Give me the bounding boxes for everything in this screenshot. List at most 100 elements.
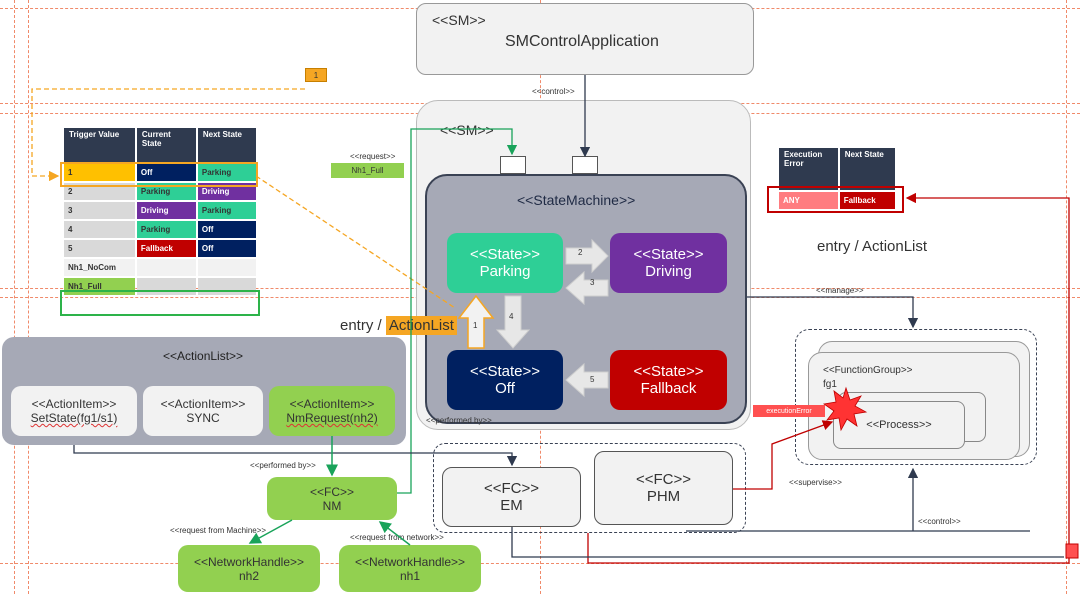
action-item-name: SYNC xyxy=(186,411,220,425)
entry-action-right: entry / ActionList xyxy=(817,238,928,255)
supervise-arrow xyxy=(733,420,834,490)
state-parking[interactable]: <<State>> Parking xyxy=(447,233,563,293)
port-left xyxy=(500,156,526,174)
fc-em[interactable]: <<FC>> EM xyxy=(442,467,581,527)
trigger-table: Trigger Value Current State Next State 1… xyxy=(62,126,258,297)
next-cell xyxy=(197,259,256,276)
fc-em-stereotype: <<FC>> xyxy=(483,480,540,497)
current-cell xyxy=(136,259,196,276)
transition-2-arrow xyxy=(565,238,609,274)
current-cell: Parking xyxy=(136,221,196,238)
error-port xyxy=(1065,543,1079,559)
error-row-highlight xyxy=(767,186,904,213)
control-top-label: <<control>> xyxy=(532,87,575,96)
supervise-label: <<supervise>> xyxy=(789,478,842,487)
sm-control-application[interactable] xyxy=(416,3,754,75)
next-cell: Driving xyxy=(197,183,256,200)
trigger-cell: 5 xyxy=(64,240,135,257)
next-cell: Parking xyxy=(197,202,256,219)
execution-error-header: Execution Error xyxy=(779,148,838,190)
error-cell: ANY xyxy=(779,192,838,209)
transition-1-arrow xyxy=(457,294,495,349)
control-bottom-line xyxy=(511,527,1064,558)
execution-error-starburst xyxy=(822,386,868,432)
fc-em-name: EM xyxy=(500,497,523,514)
next-col-header: Next State xyxy=(197,128,256,162)
current-cell: Fallback xyxy=(136,240,196,257)
state-driving[interactable]: <<State>> Driving xyxy=(610,233,727,293)
nh1-full-chip: Nh1_Full xyxy=(331,163,404,178)
state-fallback-stereotype: <<State>> xyxy=(633,363,704,380)
fc-phm-name: PHM xyxy=(646,488,681,505)
transition-number: 5 xyxy=(590,375,595,384)
manage-label: <<manage>> xyxy=(816,286,864,295)
fc-nm[interactable]: <<FC>> NM xyxy=(267,477,397,520)
fc-phm[interactable]: <<FC>> PHM xyxy=(594,451,733,525)
action-list-highlight: ActionList xyxy=(385,316,457,335)
network-handle-name: nh1 xyxy=(399,568,421,583)
request-label: <<request>> xyxy=(350,152,396,161)
network-handle-stereotype: <<NetworkHandle>> xyxy=(193,554,305,569)
network-handle-name: nh2 xyxy=(238,568,260,583)
error-feedback-line xyxy=(587,192,1070,564)
network-handle-nh2[interactable]: <<NetworkHandle>> nh2 xyxy=(178,545,320,592)
trigger-row-highlight xyxy=(60,162,258,187)
error-table: Execution Error Next State ANY Fallback xyxy=(777,146,897,211)
state-off-name: Off xyxy=(495,380,515,397)
current-cell: Off xyxy=(136,164,196,181)
trigger-cell: 3 xyxy=(64,202,135,219)
action-item-name: NmRequest(nh2) xyxy=(286,411,378,425)
request-from-network-label: <<request from network>> xyxy=(350,533,444,542)
network-handle-nh1[interactable]: <<NetworkHandle>> nh1 xyxy=(339,545,481,592)
performed-by-label: <<performed by>> xyxy=(426,416,492,425)
state-off[interactable]: <<State>> Off xyxy=(447,350,563,410)
state-parking-name: Parking xyxy=(479,263,531,280)
trigger-cell: 2 xyxy=(64,183,135,200)
action-item-sync[interactable]: <<ActionItem>> SYNC xyxy=(143,386,263,436)
execution-error-chip: executionError xyxy=(753,405,825,417)
fc-nm-stereotype: <<FC>> xyxy=(309,484,355,499)
trigger-cell: 1 xyxy=(64,164,135,181)
current-cell: Driving xyxy=(136,202,196,219)
error-next-cell: Fallback xyxy=(839,192,895,209)
state-machine-stereotype: <<StateMachine>> xyxy=(517,192,636,208)
sm-control-app-name: SMControlApplication xyxy=(505,33,659,50)
process-stereotype: <<Process>> xyxy=(866,419,932,431)
sm-container-stereotype: <<SM>> xyxy=(440,122,494,138)
fc-group-em-phm xyxy=(433,443,746,533)
entry-action-left: entry / ActionList xyxy=(340,316,457,335)
state-driving-stereotype: <<State>> xyxy=(633,246,704,263)
next-cell: Off xyxy=(197,240,256,257)
sm-control-app-stereotype: <<SM>> xyxy=(432,12,486,28)
state-off-stereotype: <<State>> xyxy=(469,363,541,380)
transition-4-arrow xyxy=(495,295,531,349)
action-item-stereotype: <<ActionItem>> xyxy=(289,397,375,411)
transition-number: 4 xyxy=(509,312,514,321)
request-from-machine-label: <<request from Machine>> xyxy=(170,526,267,535)
action-item-name: SetState(fg1/s1) xyxy=(30,411,118,425)
transition-5-arrow xyxy=(565,362,609,398)
function-group-stereotype: <<FunctionGroup>> xyxy=(823,365,913,376)
state-fallback[interactable]: <<State>> Fallback xyxy=(610,350,727,410)
request-machine-arrow xyxy=(248,519,293,544)
trigger-dashed-line xyxy=(255,175,456,309)
performed-by-arrow xyxy=(73,445,518,467)
trigger-cell: Nh1_NoCom xyxy=(64,259,135,276)
action-item-stereotype: <<ActionItem>> xyxy=(160,397,246,411)
current-col-header: Current State xyxy=(136,128,196,162)
transition-number: 1 xyxy=(473,321,478,330)
next-state-header: Next State xyxy=(839,148,895,190)
action-item-stereotype: <<ActionItem>> xyxy=(31,397,117,411)
next-cell: Parking xyxy=(197,164,256,181)
orange-tag: 1 xyxy=(305,68,327,82)
action-item-setstate[interactable]: <<ActionItem>> SetState(fg1/s1) xyxy=(11,386,137,436)
trigger-cell: 4 xyxy=(64,221,135,238)
next-cell: Off xyxy=(197,221,256,238)
manage-arrow xyxy=(747,296,919,329)
transition-3-arrow xyxy=(565,270,609,306)
state-driving-name: Driving xyxy=(645,263,692,280)
network-handle-stereotype: <<NetworkHandle>> xyxy=(354,554,466,569)
action-item-nmrequest[interactable]: <<ActionItem>> NmRequest(nh2) xyxy=(269,386,395,436)
trigger-col-header: Trigger Value xyxy=(64,128,135,162)
nh1-full-row-highlight xyxy=(60,290,260,316)
